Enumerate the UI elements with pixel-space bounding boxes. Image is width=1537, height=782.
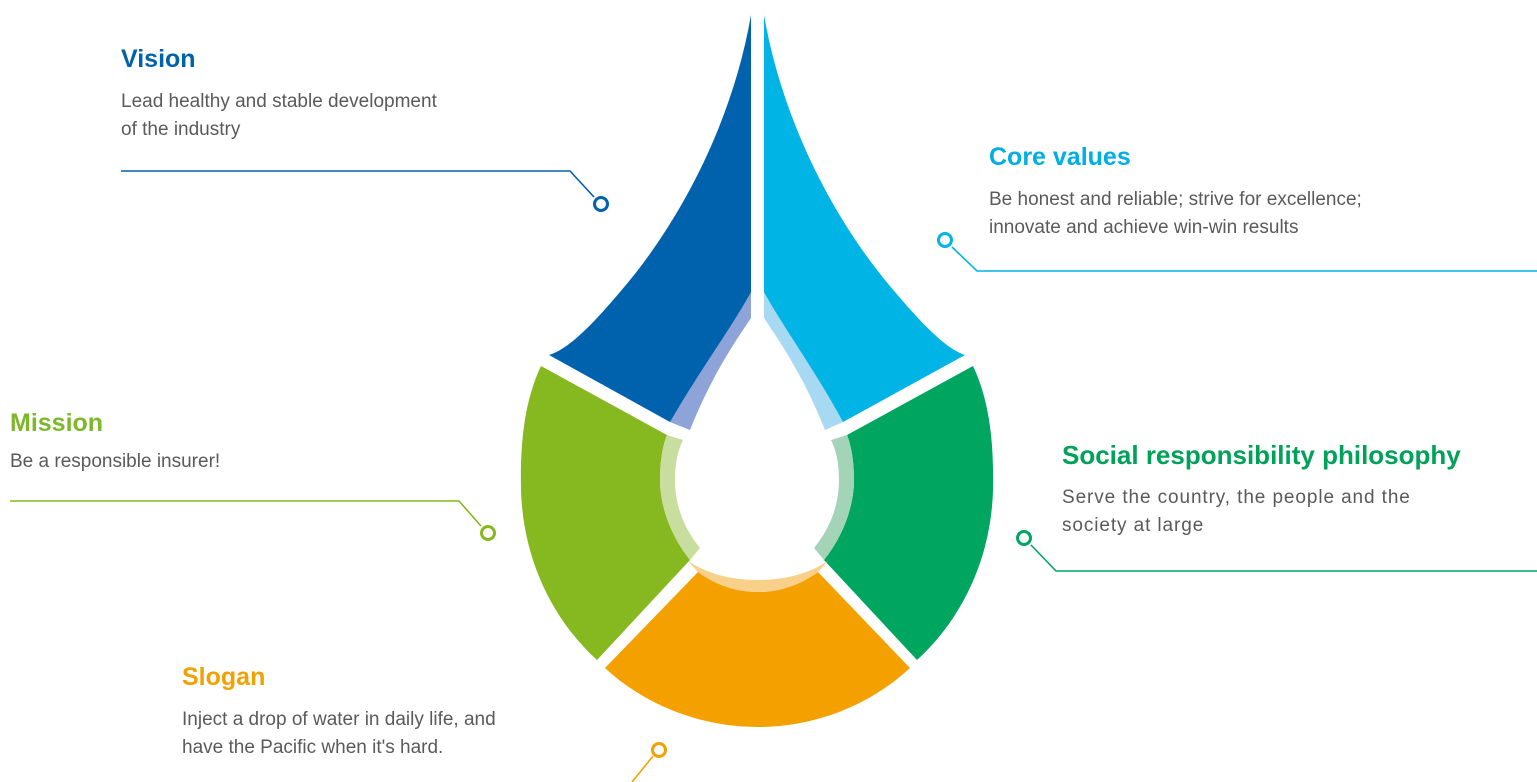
vision-segment bbox=[549, 15, 751, 422]
vision-connector-dot bbox=[593, 196, 609, 212]
social-inner-band bbox=[814, 435, 854, 560]
core-values-description: Be honest and reliable; strive for excel… bbox=[989, 186, 1529, 242]
vision-desc-line-1: Lead healthy and stable development bbox=[121, 91, 437, 112]
vision-block: Vision Lead healthy and stable developme… bbox=[121, 44, 581, 144]
slogan-desc-line-2: have the Pacific when it's hard. bbox=[182, 737, 444, 758]
mission-title: Mission bbox=[10, 409, 104, 437]
mission-segment bbox=[520, 366, 690, 660]
core-values-title: Core values bbox=[989, 143, 1131, 171]
slogan-segment bbox=[605, 572, 910, 727]
vision-title: Vision bbox=[121, 45, 196, 73]
social-desc-line-2: society at large bbox=[1062, 515, 1205, 536]
mission-description: Be a responsible insurer! bbox=[10, 448, 470, 476]
core-values-connector-dot bbox=[937, 232, 953, 248]
social-segment bbox=[824, 366, 994, 660]
core-values-desc-line-1: Be honest and reliable; strive for excel… bbox=[989, 189, 1362, 210]
slogan-desc-line-1: Inject a drop of water in daily life, an… bbox=[182, 709, 496, 730]
social-responsibility-title: Social responsibility philosophy bbox=[1062, 440, 1461, 470]
slogan-inner-band bbox=[688, 561, 828, 592]
core-values-desc-line-2: innovate and achieve win-win results bbox=[989, 217, 1299, 238]
mission-block: Mission Be a responsible insurer! bbox=[10, 408, 470, 476]
mission-connector-dot bbox=[480, 525, 496, 541]
core-values-segment bbox=[764, 15, 965, 422]
social-connector-line bbox=[1030, 544, 1537, 572]
slogan-title: Slogan bbox=[182, 663, 266, 691]
slogan-description: Inject a drop of water in daily life, an… bbox=[182, 706, 642, 762]
core-values-connector-line bbox=[951, 246, 1537, 272]
social-responsibility-block: Social responsibility philosophy Serve t… bbox=[1062, 440, 1532, 540]
vision-desc-line-2: of the industry bbox=[121, 119, 241, 140]
vision-description: Lead healthy and stable development of t… bbox=[121, 88, 581, 144]
social-responsibility-description: Serve the country, the people and the so… bbox=[1062, 484, 1532, 540]
slogan-block: Slogan Inject a drop of water in daily l… bbox=[182, 662, 642, 762]
slogan-connector-line bbox=[631, 755, 654, 782]
slogan-connector-dot bbox=[651, 742, 667, 758]
core-values-inner-band bbox=[764, 292, 843, 430]
mission-desc-line-1: Be a responsible insurer! bbox=[10, 451, 221, 472]
vision-inner-band bbox=[670, 292, 751, 430]
mission-connector-line bbox=[10, 500, 482, 527]
vision-connector-line bbox=[121, 170, 595, 198]
social-connector-dot bbox=[1016, 530, 1032, 546]
social-desc-line-1: Serve the country, the people and the bbox=[1062, 487, 1411, 508]
core-values-block: Core values Be honest and reliable; stri… bbox=[989, 142, 1529, 242]
mission-inner-band bbox=[660, 435, 700, 560]
